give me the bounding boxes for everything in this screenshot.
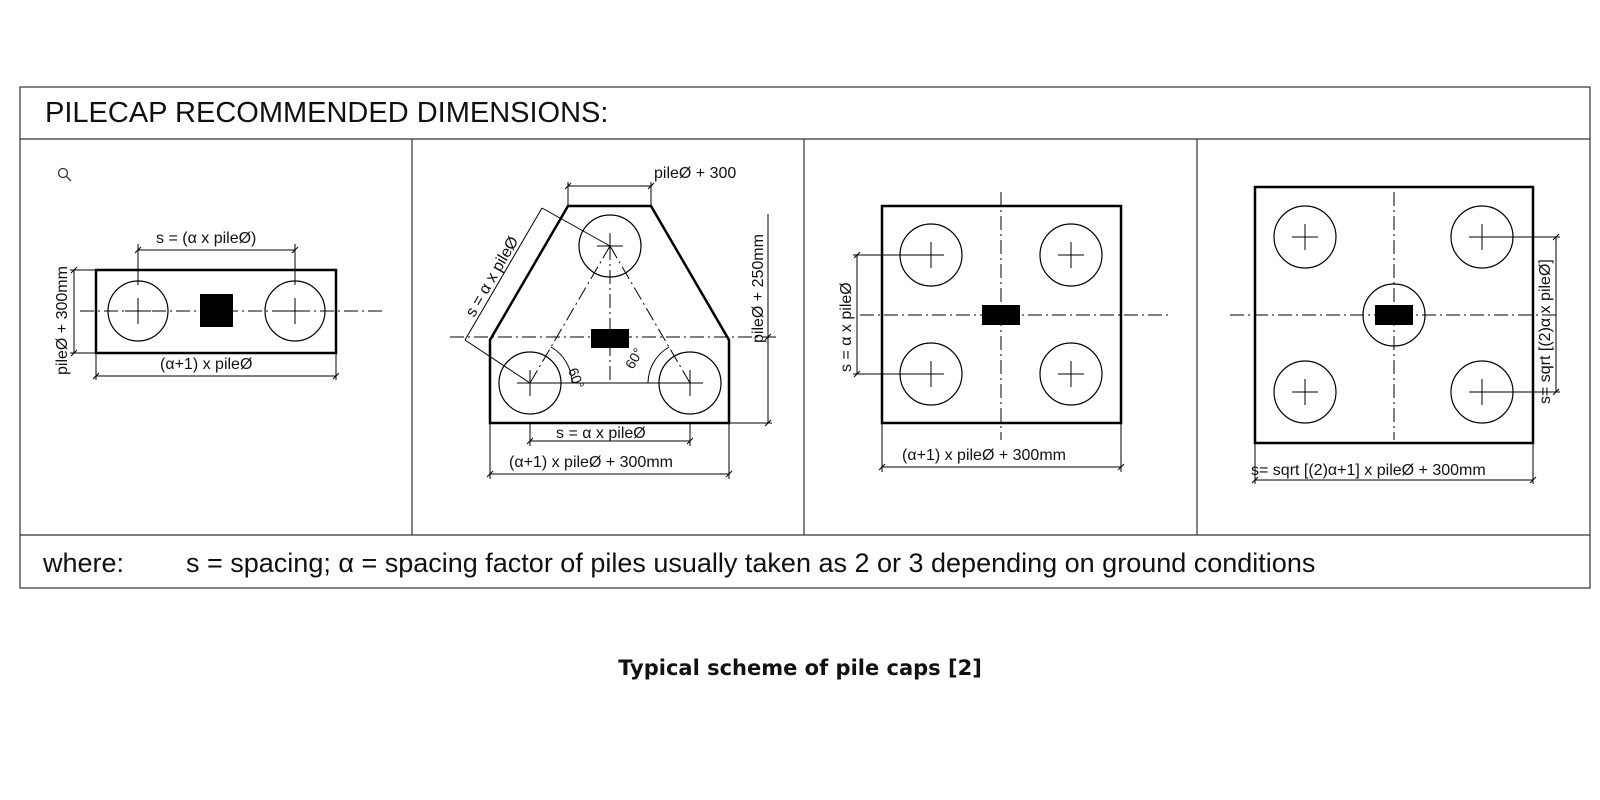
column-block (1375, 305, 1413, 325)
angle-right-label: 60° (622, 345, 646, 371)
pile-circle (498, 351, 562, 415)
spacing-label: s= sqrt [(2)α x pileØ] (1537, 259, 1554, 404)
spacing-label: s = α x pileØ (556, 425, 646, 442)
angle-left-label: 60° (565, 366, 587, 391)
pile-circle (1273, 205, 1337, 269)
pile-circle (578, 214, 642, 278)
height-label: pileØ + 300mm (54, 266, 71, 375)
table-frame (19, 86, 1591, 589)
two-pile-cap: s = (α x pileØ) pileØ + 300mm (α+1) x pi… (54, 230, 386, 380)
definition-text: s = spacing; α = spacing factor of piles… (186, 548, 1315, 578)
top-label: pileØ + 300 (654, 165, 736, 182)
height-label: pileØ + 250mm (750, 234, 767, 343)
pile-circle (1273, 360, 1337, 424)
spacing-label: s = (α x pileØ) (156, 230, 256, 247)
pile-circle (1039, 223, 1103, 287)
four-pile-cap: s = α x pileØ (α+1) x pileØ + 300mm (838, 192, 1168, 472)
five-pile-cap: s= sqrt [(2)α x pileØ] s= sqrt [(2)α+1] … (1230, 185, 1560, 484)
slant-label: s = α x pileØ (463, 234, 523, 320)
pile-circle (658, 351, 722, 415)
figure-caption: Typical scheme of pile caps [2] (618, 656, 982, 680)
width-label: (α+1) x pileØ (160, 356, 252, 373)
pile-circle (1362, 283, 1426, 347)
table-title: PILECAP RECOMMENDED DIMENSIONS: (45, 97, 608, 129)
three-pile-cap: 60° 60° pileØ + 300 pileØ + 250mm s (450, 165, 780, 479)
pile-circle (1039, 342, 1103, 406)
column-block (200, 294, 233, 327)
width-label: (α+1) x pileØ + 300mm (509, 454, 673, 471)
column-block (982, 305, 1020, 325)
width-label: s= sqrt [(2)α+1] x pileØ + 300mm (1251, 462, 1486, 479)
column-block (591, 329, 629, 348)
magnifier-icon[interactable] (57, 167, 72, 182)
spacing-label: s = α x pileØ (838, 282, 855, 372)
width-label: (α+1) x pileØ + 300mm (902, 447, 1066, 464)
where-label: where: (42, 548, 124, 578)
